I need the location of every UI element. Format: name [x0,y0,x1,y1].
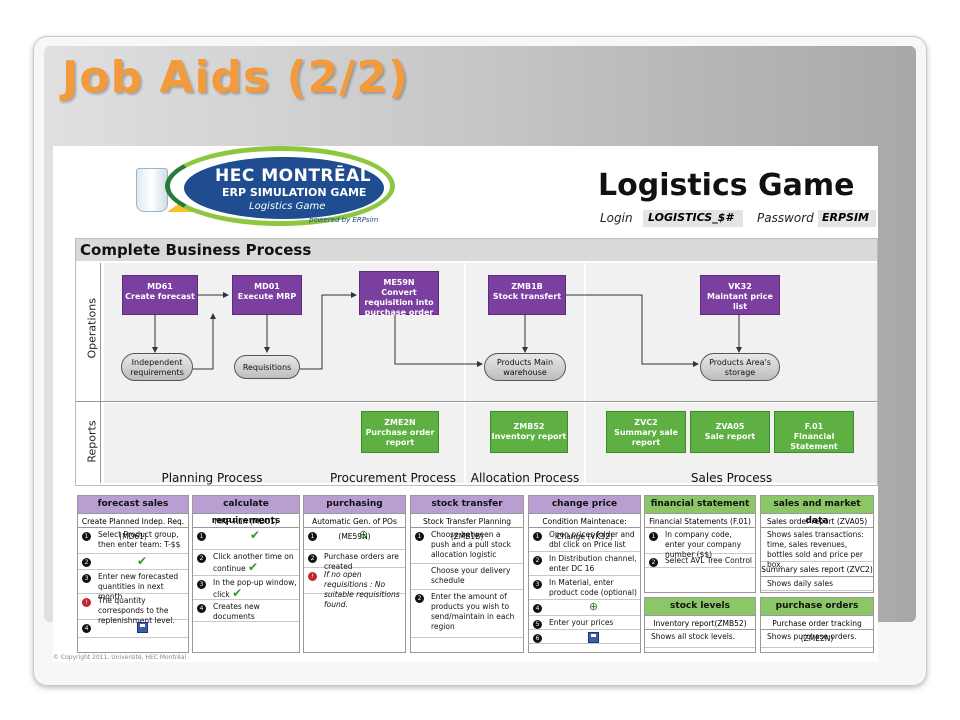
password-label: Password [757,211,814,225]
copyright: © Copyright 2011, Université, HEC Montré… [53,654,187,661]
card-financial-statement: financial statement Financial Statements… [644,495,756,593]
card-stock-transfer: stock transfer Stock Transfer Planning (… [410,495,524,653]
logo-line1: HEC MONTRĒAL [215,166,372,186]
check-icon: ✔ [249,528,261,542]
execute-icon: ⊕ [358,528,369,541]
card-purchase-orders: purchase orders Purchase order tracking … [760,597,874,653]
logo-powered: powered by ERPsim [309,216,379,224]
card-forecast-sales: forecast sales Create Planned Indep. Req… [77,495,189,653]
process-arrows [152,292,742,370]
business-process-diagram: Complete Business Process Operations Rep… [75,238,878,486]
save-icon [588,632,599,643]
milk-glass-icon [136,168,168,212]
login-value: LOGISTICS_$# [643,210,743,227]
save-icon [136,622,148,633]
process-title: Complete Business Process [76,239,877,261]
card-change-price: change price Condition Maintenace: Chang… [528,495,641,653]
card-calculate-requirements: calculate requirements MRP Run (MD01) 1✔… [192,495,300,653]
card-sales-market-data: sales and market data Sales order report… [760,495,874,593]
card-purchasing: purchasing Automatic Gen. of POs (ME59N)… [303,495,406,653]
phase-planning: Planning Process [161,471,263,485]
check-icon: ✔ [136,554,148,568]
execute-icon: ⊕ [588,600,599,613]
phase-sales: Sales Process [690,471,773,485]
card-stock-levels: stock levels Inventory report(ZMB52) Sho… [644,597,756,653]
login-label: Login [600,211,633,225]
job-aid-sheet: HEC MONTRĒAL ERP SIMULATION GAME Logisti… [53,146,878,662]
obj-independent-requirements: Independent requirements [121,353,193,381]
password-value: ERPSIM [818,210,876,227]
logo-line3: Logistics Game [249,201,326,212]
phase-allocation: Allocation Process [470,471,580,485]
hec-logo [165,146,395,226]
phase-procurement: Procurement Process [329,471,456,485]
logo-line2: ERP SIMULATION GAME [222,186,367,199]
obj-main-warehouse: Products Main warehouse [484,353,566,381]
obj-requisitions: Requisitions [234,355,300,379]
slide-title: Job Aids (2/2) [62,52,410,103]
game-title: Logistics Game [598,168,855,203]
obj-area-storage: Products Area's storage [700,353,780,381]
